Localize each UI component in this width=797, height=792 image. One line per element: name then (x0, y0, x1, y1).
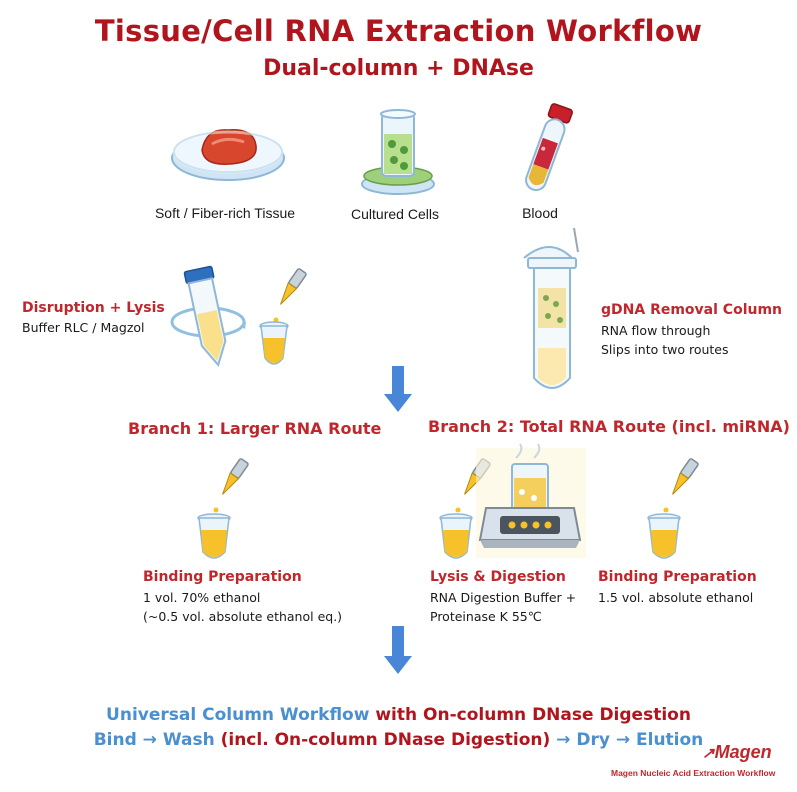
footer-line2: Bind → Wash (incl. On-column DNase Diges… (0, 730, 797, 750)
gdna-removal-column-icon (523, 227, 579, 389)
page-title: Tissue/Cell RNA Extraction Workflow (94, 14, 703, 48)
pipette-tube-icon (259, 268, 307, 365)
disruption-buffer-text: Buffer RLC / Magzol (22, 320, 145, 335)
pipette-tube-icon (197, 458, 249, 559)
branch2-binding-line1: 1.5 vol. absolute ethanol (598, 590, 754, 605)
centrifuge-tube-icon (170, 265, 246, 367)
disruption-heading: Disruption + Lysis (22, 300, 165, 316)
magnet-icon: ↗ (702, 745, 715, 762)
branch2-heading: Branch 2: Total RNA Route (incl. miRNA) (428, 417, 790, 436)
branch1-binding-line1: 1 vol. 70% ethanol (143, 590, 261, 605)
branch2-digestion-line1: RNA Digestion Buffer + (430, 590, 577, 605)
branch2-digestion-heading: Lysis & Digestion (430, 569, 566, 585)
blood-tube-icon (525, 103, 573, 192)
branch2-digestion-line2: Proteinase K 55℃ (430, 609, 542, 624)
cell-culture-beaker-icon (361, 109, 435, 195)
gdna-heading: gDNA Removal Column (601, 302, 783, 318)
branch2-binding-heading: Binding Preparation (598, 569, 757, 585)
footer-line1: Universal Column Workflow with On-column… (0, 705, 797, 725)
footer-dnase-digestion: with On-column DNase Digestion (369, 705, 691, 725)
down-arrow-icon (384, 366, 412, 412)
footer-universal-workflow: Universal Column Workflow (106, 705, 370, 725)
gdna-flow-text: RNA flow through (601, 323, 711, 338)
brand-logo-text: Magen (714, 742, 772, 762)
source-label-tissue: Soft / Fiber-rich Tissue (154, 205, 296, 221)
source-label-cells: Cultured Cells (351, 206, 439, 222)
footer-dry-elution: → Dry → Elution (550, 730, 704, 750)
branch1-heading: Branch 1: Larger RNA Route (128, 419, 382, 438)
branch1-binding-heading: Binding Preparation (143, 569, 302, 585)
page-subtitle: Dual-column + DNAse (263, 56, 534, 81)
down-arrow-icon (384, 626, 412, 674)
brand-logo: ↗Magen (702, 742, 772, 763)
tissue-petri-dish-icon (171, 129, 285, 181)
pipette-tube-icon (647, 458, 699, 559)
heat-block-incubator-icon (476, 443, 586, 558)
footer-bind-wash: Bind → Wash (93, 730, 215, 750)
branch1-binding-line2: (~0.5 vol. absolute ethanol eq.) (143, 609, 343, 624)
source-label-blood: Blood (522, 205, 558, 221)
gdna-routes-text: Slips into two routes (601, 342, 729, 357)
brand-tagline: Magen Nucleic Acid Extraction Workflow (611, 768, 776, 778)
footer-on-column-note: (incl. On-column DNase Digestion) (214, 730, 551, 750)
